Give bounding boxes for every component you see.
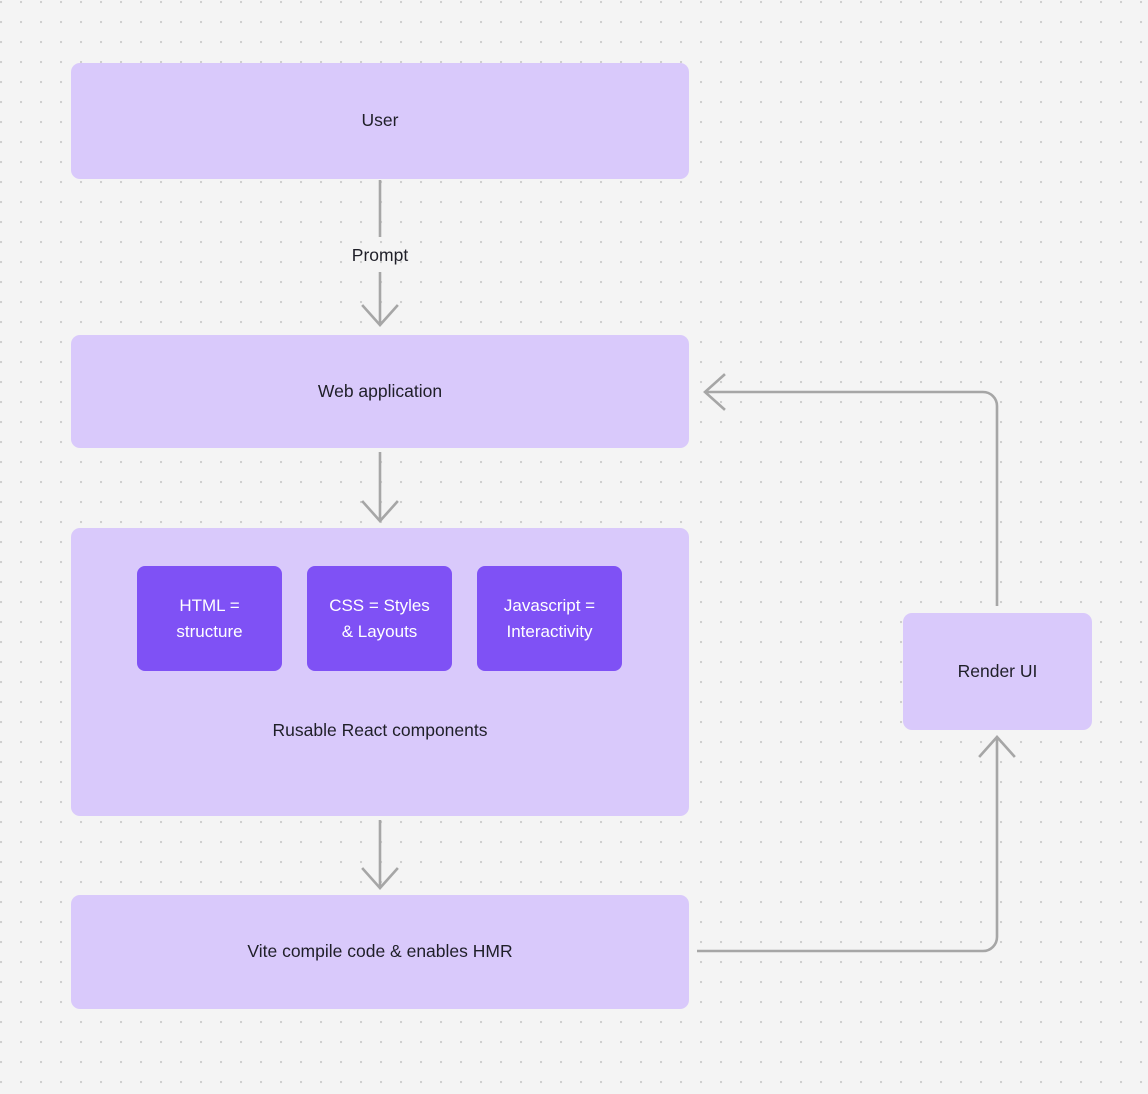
node-web-application[interactable]: Web application <box>71 335 689 448</box>
node-vite[interactable]: Vite compile code & enables HMR <box>71 895 689 1009</box>
edge-react-to-vite <box>361 820 399 890</box>
node-css-line1: CSS = Styles <box>329 596 430 615</box>
node-html-label: HTML = structure <box>176 593 242 644</box>
node-javascript-line1: Javascript = <box>503 596 596 615</box>
node-css[interactable]: CSS = Styles & Layouts <box>307 566 452 671</box>
node-render-ui[interactable]: Render UI <box>903 613 1092 730</box>
edge-label-prompt: Prompt <box>351 245 409 265</box>
node-css-label: CSS = Styles & Layouts <box>329 593 430 644</box>
node-user[interactable]: User <box>71 63 689 179</box>
node-vite-label: Vite compile code & enables HMR <box>247 941 513 962</box>
node-user-label: User <box>361 110 399 131</box>
node-react-components-group-label: Rusable React components <box>272 720 488 740</box>
edge-user-to-webapp-lower <box>361 272 399 327</box>
node-javascript[interactable]: Javascript = Interactivity <box>477 566 622 671</box>
node-html[interactable]: HTML = structure <box>137 566 282 671</box>
node-javascript-line2: Interactivity <box>506 621 593 641</box>
edge-webapp-to-react <box>361 452 399 523</box>
edge-render-to-webapp <box>703 373 999 606</box>
node-html-line1: HTML = <box>179 596 240 615</box>
node-html-line2: structure <box>176 621 243 641</box>
node-css-line2: & Layouts <box>341 621 418 641</box>
node-web-application-label: Web application <box>317 380 443 401</box>
edge-vite-to-render <box>697 735 1016 953</box>
node-render-ui-label: Render UI <box>957 660 1038 681</box>
node-javascript-label: Javascript = Interactivity <box>504 593 595 644</box>
